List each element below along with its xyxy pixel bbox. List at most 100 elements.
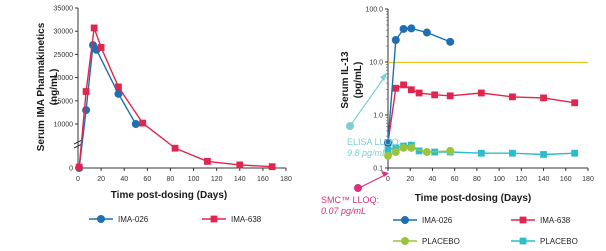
il13-data-point <box>407 86 415 94</box>
smc-lloq-arrow <box>358 173 388 189</box>
il13-y-axis-label-line1: Serum IL-13 <box>340 51 351 109</box>
il13-legend-label: IMA-638 <box>540 216 571 225</box>
il13-data-point <box>392 84 400 92</box>
pk-y-axis-label-line2: (ng/mL) <box>49 69 60 106</box>
pk-data-point <box>82 106 91 115</box>
il13-x-tick-label: 100 <box>493 176 505 183</box>
pk-series <box>75 24 276 172</box>
il13-x-tick-label: 40 <box>429 176 437 183</box>
il13-legend-marker <box>519 237 527 245</box>
pk-axes <box>73 8 286 169</box>
il13-x-tick-label: 120 <box>515 176 527 183</box>
il13-data-point <box>384 151 392 160</box>
il13-series <box>384 24 579 160</box>
pk-data-point <box>268 163 276 171</box>
il13-data-point <box>446 92 454 100</box>
il13-x-tick-label: 20 <box>406 176 414 183</box>
pk-x-tick-label: 160 <box>257 176 269 183</box>
pk-data-point <box>115 83 122 91</box>
il13-x-axis-label: Time post-dosing (Days) <box>415 193 532 204</box>
il13-data-point <box>509 149 516 157</box>
pk-data-point <box>131 120 140 128</box>
il13-data-point <box>392 144 400 152</box>
smc-lloq-value: 0.07 pg/mL <box>321 206 366 216</box>
pk-data-point <box>114 89 123 98</box>
elisa-lloq-arrowhead <box>380 72 388 81</box>
il13-data-point <box>446 146 455 155</box>
pk-legend: IMA-026 IMA-638 <box>89 215 262 224</box>
il13-y-tick-label: 1.0 <box>373 113 383 120</box>
il13-y-axis-label-line2: (pg/mL) <box>353 62 364 99</box>
pk-data-point <box>75 163 83 171</box>
pk-y-tick-label: 35000 <box>54 6 74 13</box>
il13-y-tick-label: 100.0 <box>365 7 383 14</box>
il13-data-point <box>540 151 547 158</box>
il13-legend-label: PLACEBO <box>540 237 578 246</box>
pk-y-tick-label: 10000 <box>54 122 74 129</box>
il13-data-point <box>431 91 439 99</box>
smc-lloq-label: SMC™ LLOQ: <box>321 195 379 205</box>
pk-legend-label: IMA-026 <box>118 215 149 224</box>
pk-axis-break <box>73 139 83 145</box>
pk-legend-marker <box>210 215 218 223</box>
il13-data-point <box>477 89 485 97</box>
il13-data-point <box>422 148 431 157</box>
pk-x-tick-label: 20 <box>97 176 105 183</box>
pk-y-tick-label: 25000 <box>54 52 74 59</box>
pk-data-point <box>171 144 179 152</box>
pk-data-point <box>139 119 147 127</box>
il13-x-tick-label: 140 <box>538 176 550 183</box>
pk-y-tick-label: 20000 <box>54 75 74 82</box>
elisa-lloq-label: ELISA LLOQ: <box>347 137 401 147</box>
pk-x-tick-label: 80 <box>167 176 175 183</box>
il13-axes <box>387 9 588 169</box>
il13-data-point <box>384 138 392 147</box>
il13-data-point <box>400 81 407 89</box>
il13-data-point <box>509 93 516 101</box>
il13-data-point <box>391 36 400 45</box>
pk-x-tick-label: 40 <box>120 176 128 183</box>
il13-legend-marker <box>519 216 527 224</box>
pk-x-tick-label: 100 <box>188 176 200 183</box>
pk-y-axis-label-line1: Serum IMA Pharmakinetics <box>36 22 47 151</box>
pk-x-tick-label: 180 <box>280 176 292 183</box>
pk-x-tick-label: 140 <box>234 176 246 183</box>
pk-legend-label: IMA-638 <box>231 215 262 224</box>
il13-data-point <box>407 143 416 152</box>
il13-legend-label: IMA-026 <box>422 216 453 225</box>
il13-y-tick-label: 0.1 <box>373 166 383 173</box>
il13-legend-marker <box>401 216 409 224</box>
smc-lloq-arrowhead <box>381 171 389 177</box>
il13-x-tick-label: 80 <box>473 176 481 183</box>
il13-data-point <box>477 149 485 157</box>
pk-data-point <box>97 44 105 51</box>
pk-data-point <box>82 88 90 95</box>
il13-data-point <box>391 148 400 157</box>
elisa-lloq-dot <box>346 122 354 130</box>
il13-data-point <box>399 143 408 152</box>
il13-x-tick-label: 0 <box>386 176 390 183</box>
il13-x-tick-label: 160 <box>560 176 572 183</box>
il13-data-point <box>415 147 423 155</box>
pk-x-tick-label: 120 <box>211 176 223 183</box>
il13-y-axis-label: Serum IL-13 (pg/mL) <box>340 51 364 109</box>
pk-y-tick-label: 0 <box>69 166 73 173</box>
pk-series-line-1 <box>78 27 273 168</box>
il13-x-tick-label: 60 <box>451 176 459 183</box>
pk-data-point <box>90 24 98 32</box>
elisa-lloq-arrow <box>349 74 387 127</box>
il13-data-point <box>407 24 416 33</box>
il13-data-point <box>571 99 579 107</box>
pk-data-point <box>204 158 211 165</box>
pk-y-axis-label: Serum IMA Pharmakinetics (ng/mL) <box>36 22 60 151</box>
il13-legend-marker <box>401 237 409 245</box>
il13-data-point <box>571 149 579 157</box>
il13-data-point <box>446 37 455 46</box>
il13-data-point <box>540 94 547 102</box>
